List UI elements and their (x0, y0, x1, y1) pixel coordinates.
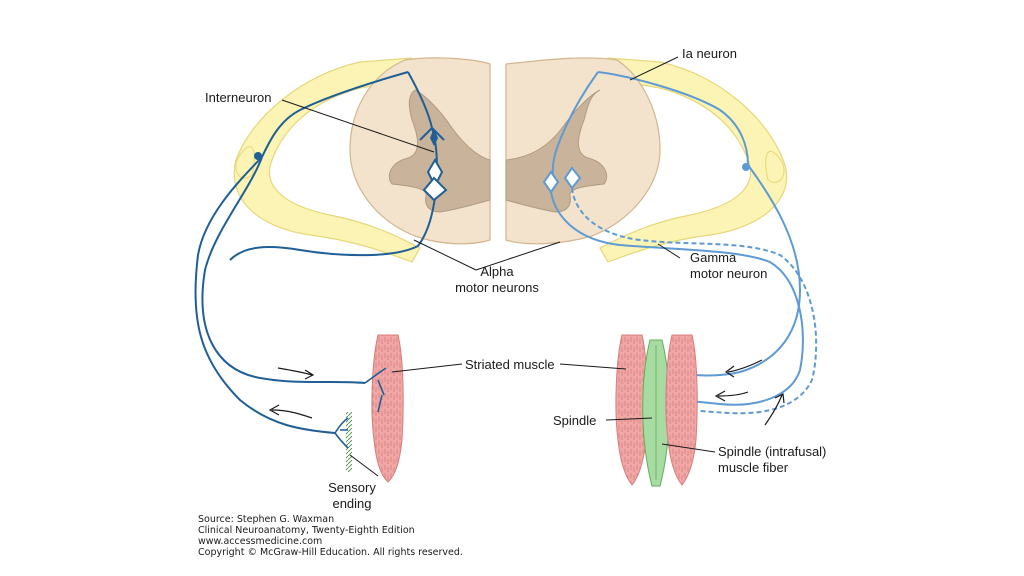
right-alpha-motor-neuron (542, 166, 804, 406)
right-striated-muscle-b (665, 334, 698, 486)
source-line: Source: Stephen G. Waxman (198, 514, 335, 525)
label-interneuron: Interneuron (205, 90, 272, 105)
label-striated-muscle: Striated muscle (465, 357, 555, 372)
leader-lines (281, 56, 716, 477)
label-sensory-line1: Sensory (328, 480, 376, 495)
label-alpha-line2: motor neurons (455, 280, 539, 295)
left-sensory-neuron (194, 71, 445, 434)
right-spinal-root (599, 57, 788, 263)
left-motor-neuron (229, 158, 448, 261)
label-ia-neuron: Ia neuron (682, 46, 737, 61)
right-striated-muscle-a (615, 334, 648, 486)
label-alpha-line1: Alpha (480, 264, 514, 279)
source-line: Clinical Neuroanatomy, Twenty-Eighth Edi… (198, 525, 415, 536)
right-ia-neuron (551, 71, 802, 377)
source-credit: Source: Stephen G. Waxman Clinical Neuro… (198, 514, 463, 558)
label-spindle-fiber-line2: muscle fiber (718, 460, 789, 475)
left-interneuron-cell (430, 128, 438, 146)
spindle-fiber (642, 339, 670, 487)
source-line: www.accessmedicine.com (198, 536, 323, 547)
right-dorsal-ganglion-cell (742, 163, 750, 171)
label-sensory-line2: ending (332, 496, 371, 511)
sensory-ending (334, 412, 352, 472)
label-spindle-fiber-line1: Spindle (intrafusal) (718, 444, 826, 459)
label-gamma-line1: Gamma (690, 250, 737, 265)
left-striated-muscle (364, 334, 404, 483)
left-spinal-half (349, 57, 491, 245)
label-gamma-line2: motor neuron (690, 266, 767, 281)
source-line: Copyright © McGraw-Hill Education. All r… (198, 547, 463, 558)
arrow-right-mid (714, 390, 749, 402)
label-spindle: Spindle (553, 413, 596, 428)
left-dorsal-ganglion-cell (254, 152, 262, 160)
arrow-left-efferent (277, 367, 315, 380)
right-spinal-half (505, 57, 661, 245)
arrow-left-afferent (268, 404, 313, 419)
arrow-right-bottom (764, 393, 785, 426)
arrow-right-top (724, 359, 763, 378)
